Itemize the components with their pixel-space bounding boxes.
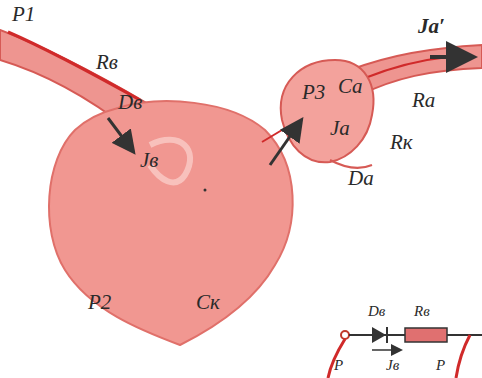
part-label: Dв	[118, 92, 142, 113]
flow-arrow	[108, 118, 132, 150]
part-label: Jв	[140, 150, 158, 171]
terminal	[341, 331, 349, 339]
part-label: Dв	[368, 304, 385, 319]
resistor-symbol	[405, 328, 447, 342]
diode-symbol	[372, 327, 386, 343]
valve-line	[262, 130, 282, 142]
flow-arrow	[430, 55, 470, 59]
part-label: Jа	[330, 118, 350, 139]
ventricle	[49, 101, 293, 345]
part-label: P1	[12, 4, 35, 25]
dot	[204, 189, 207, 192]
part-label: P2	[88, 292, 111, 313]
part-label: P	[436, 358, 445, 373]
part-label: Dа	[348, 168, 374, 189]
part-label: Rв	[96, 52, 118, 73]
part-label: P3	[302, 82, 325, 103]
part-label: Rк	[390, 132, 413, 153]
part-label: Jв	[386, 358, 399, 373]
part-label: Rв	[414, 304, 430, 319]
part-label: P	[334, 358, 343, 373]
part-label: Cк	[196, 292, 220, 313]
wire	[456, 335, 470, 378]
flow-arrow	[270, 122, 300, 165]
aorta-resistance-line	[365, 57, 448, 78]
part-label: Cа	[338, 76, 363, 97]
part-label: Jа′	[418, 16, 445, 37]
diode-symbol	[386, 327, 388, 343]
current-arrow	[372, 349, 400, 351]
valve	[330, 160, 372, 168]
aortic-chamber	[281, 60, 374, 162]
wire	[328, 339, 345, 378]
part-label: Rа	[412, 90, 435, 111]
vein-resistance-line	[8, 32, 140, 100]
